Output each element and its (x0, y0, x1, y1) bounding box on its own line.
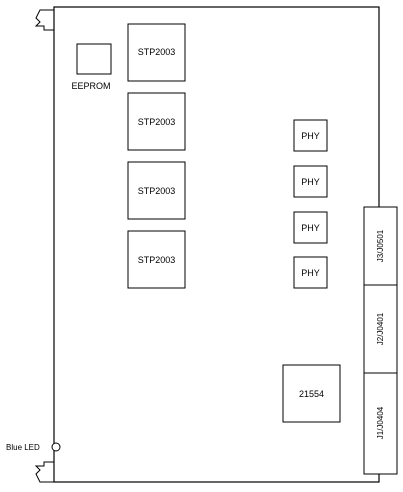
connector-j2 (363, 284, 398, 374)
stp2003-label-4: STP2003 (138, 255, 176, 265)
stp2003-label-3: STP2003 (138, 186, 176, 196)
connector-j3-label: J3/J0501 (376, 229, 385, 262)
blue-led (51, 442, 61, 452)
phy-label-4: PHY (301, 268, 320, 278)
connector-j2-label: J2/J0401 (376, 312, 385, 345)
stp2003-label-1: STP2003 (138, 47, 176, 57)
phy-label-2: PHY (301, 177, 320, 187)
stp2003-chip-1 (127, 23, 186, 82)
phy-label-3: PHY (301, 223, 320, 233)
phy-chip-4 (293, 256, 328, 289)
phy-chip-1 (293, 119, 328, 152)
phy-chip-2 (293, 165, 328, 198)
eeprom-label: EEPROM (71, 81, 110, 91)
stp2003-chip-4 (127, 230, 186, 289)
phy-chip-3 (293, 211, 328, 244)
top-ejector-latch (34, 9, 54, 31)
bridge-label: 21554 (299, 389, 324, 399)
bridge-chip-21554 (282, 364, 341, 423)
stp2003-chip-3 (127, 161, 186, 220)
bottom-ejector-latch (34, 461, 54, 483)
stp2003-label-2: STP2003 (138, 117, 176, 127)
connector-j3 (363, 206, 398, 286)
stp2003-chip-2 (127, 92, 186, 151)
connector-j1 (363, 372, 398, 475)
connector-j1-label: J1/J0404 (376, 406, 385, 439)
blue-led-label: Blue LED (6, 443, 40, 452)
eeprom-chip (76, 43, 112, 75)
phy-label-1: PHY (301, 131, 320, 141)
